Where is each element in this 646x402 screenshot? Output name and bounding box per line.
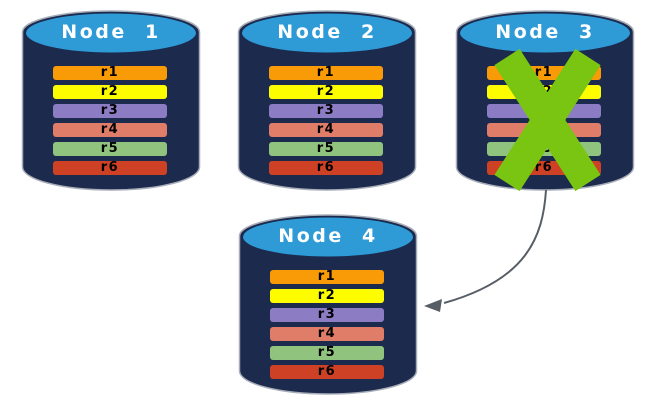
cylinder-top: [460, 13, 630, 53]
node-1: Node 1 r1 r2 r3 r4 r5 r6: [21, 7, 201, 195]
node-1-title: Node 1: [61, 21, 161, 43]
row-r5: r5: [269, 142, 383, 156]
row-r4: r4: [487, 123, 601, 137]
row-r5: r5: [53, 142, 167, 156]
row-r4: r4: [53, 123, 167, 137]
row-r5: r5: [270, 346, 384, 360]
node-4: Node 4 r1 r2 r3 r4 r5 r6: [238, 211, 418, 399]
row-r2: r2: [487, 85, 601, 99]
row-r1: r1: [269, 66, 383, 80]
node-3-rows: r1 r2 r3 r4 r5 r6: [487, 66, 601, 180]
row-r1: r1: [487, 66, 601, 80]
row-r3: r3: [53, 104, 167, 118]
row-r2: r2: [269, 85, 383, 99]
row-r1: r1: [270, 270, 384, 284]
row-r4: r4: [269, 123, 383, 137]
row-r6: r6: [270, 365, 384, 379]
row-r6: r6: [269, 161, 383, 175]
cylinder-top: [243, 217, 413, 257]
node-3-title: Node 3: [495, 21, 595, 43]
arrowhead-icon: [424, 299, 442, 312]
row-r3: r3: [487, 104, 601, 118]
node-4-rows: r1 r2 r3 r4 r5 r6: [270, 270, 384, 384]
row-r4: r4: [270, 327, 384, 341]
node-2-rows: r1 r2 r3 r4 r5 r6: [269, 66, 383, 180]
node-1-rows: r1 r2 r3 r4 r5 r6: [53, 66, 167, 180]
cylinder-top: [242, 13, 412, 53]
node-2-title: Node 2: [277, 21, 377, 43]
node-3: Node 3 r1 r2 r3 r4 r5 r6: [455, 7, 635, 195]
row-r2: r2: [270, 289, 384, 303]
row-r6: r6: [53, 161, 167, 175]
row-r3: r3: [269, 104, 383, 118]
row-r1: r1: [53, 66, 167, 80]
row-r3: r3: [270, 308, 384, 322]
node-4-title: Node 4: [278, 225, 378, 247]
row-r6: r6: [487, 161, 601, 175]
row-r2: r2: [53, 85, 167, 99]
cylinder-top: [26, 13, 196, 53]
row-r5: r5: [487, 142, 601, 156]
node-2: Node 2 r1 r2 r3 r4 r5 r6: [237, 7, 417, 195]
migration-arrow: [424, 189, 547, 312]
